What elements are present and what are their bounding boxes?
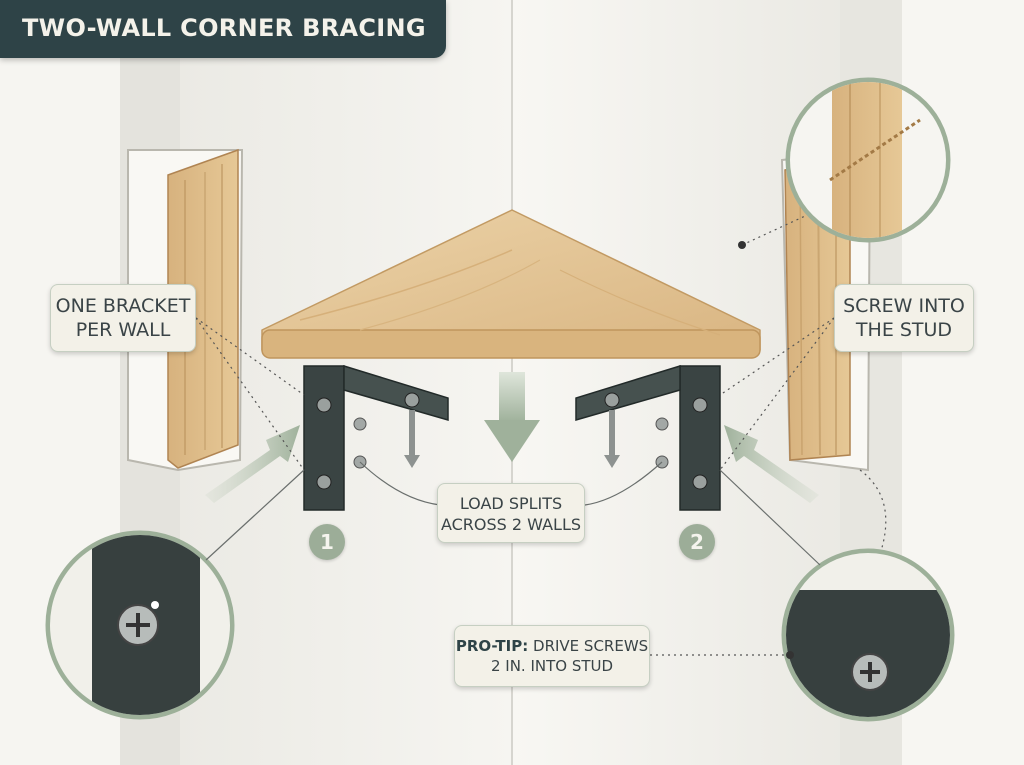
page-title: TWO-WALL CORNER BRACING bbox=[22, 14, 426, 42]
load-connector-lines bbox=[359, 461, 663, 506]
label-load-line1: LOAD SPLITS bbox=[459, 494, 563, 513]
label-right-line2: THE STUD bbox=[855, 319, 953, 341]
push-arrow-left bbox=[205, 425, 300, 503]
shelf-icon bbox=[261, 209, 761, 359]
label-tip-line1: PRO-TIP: DRIVE SCREWS bbox=[455, 636, 649, 656]
label-load-line2: ACROSS 2 WALLS bbox=[440, 515, 582, 534]
step-badge-1: 1 bbox=[309, 524, 345, 560]
step-badge-2: 2 bbox=[679, 524, 715, 560]
tip-prefix: PRO-TIP: bbox=[455, 637, 529, 655]
tip-line1-text: DRIVE SCREWS bbox=[533, 637, 649, 655]
label-right-line1: SCREW INTO bbox=[843, 295, 965, 317]
right-bracket-icon bbox=[575, 364, 721, 511]
label-left-line2: PER WALL bbox=[75, 319, 171, 341]
label-load-splits: LOAD SPLITS ACROSS 2 WALLS bbox=[437, 483, 585, 543]
label-tip-line2: 2 IN. INTO STUD bbox=[490, 657, 614, 675]
push-arrow-right bbox=[724, 425, 819, 503]
magnifier-stud-icon bbox=[738, 77, 951, 249]
dotted-leaders bbox=[195, 199, 887, 656]
magnifier-screw-head-icon bbox=[45, 469, 305, 720]
label-left-line1: ONE BRACKET bbox=[55, 295, 191, 317]
down-arrow bbox=[484, 372, 540, 462]
left-bracket-icon bbox=[303, 364, 449, 511]
magnifier-bracket-corner-icon bbox=[719, 469, 955, 722]
label-one-bracket-per-wall: ONE BRACKET PER WALL bbox=[50, 284, 196, 352]
label-screw-into-stud: SCREW INTO THE STUD bbox=[834, 284, 974, 352]
title-banner: TWO-WALL CORNER BRACING bbox=[0, 0, 446, 58]
label-pro-tip: PRO-TIP: DRIVE SCREWS 2 IN. INTO STUD bbox=[454, 625, 650, 687]
